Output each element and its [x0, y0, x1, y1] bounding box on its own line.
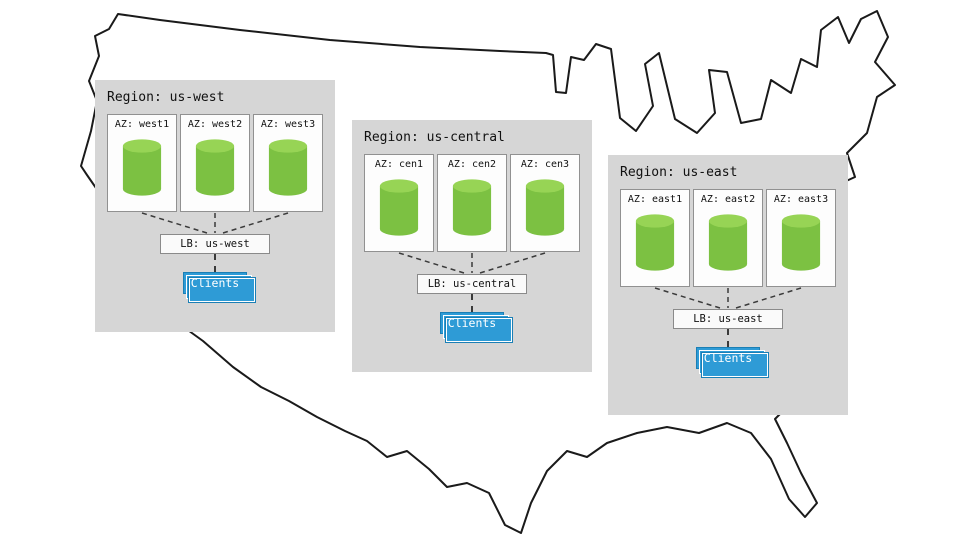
availability-zone: AZ: cen1 — [364, 154, 434, 252]
connector-left — [141, 212, 208, 234]
region-title: Region: us-west — [107, 90, 225, 105]
clients-node: Clients — [183, 272, 247, 294]
availability-zone: AZ: east1 — [620, 189, 690, 287]
connector-lines — [141, 212, 289, 234]
az-label: AZ: cen1 — [374, 159, 424, 170]
load-balancer: LB: us-east — [673, 309, 783, 329]
availability-zone: AZ: cen3 — [510, 154, 580, 252]
clients-node: Clients — [440, 312, 504, 334]
database-cylinder-icon — [708, 214, 748, 271]
az-row: AZ: cen1 AZ: cen2 AZ: cen3 — [364, 154, 580, 252]
az-label: AZ: west3 — [260, 119, 316, 130]
connector-left — [654, 287, 721, 309]
clients-label: Clients — [447, 316, 497, 330]
availability-zone: AZ: east3 — [766, 189, 836, 287]
connector-right — [735, 287, 802, 309]
lb-to-clients-connector — [214, 254, 216, 272]
database-cylinder-icon — [379, 179, 419, 236]
database-cylinder-icon — [781, 214, 821, 271]
connector-lines — [654, 287, 802, 309]
availability-zone: AZ: west3 — [253, 114, 323, 212]
availability-zone: AZ: west1 — [107, 114, 177, 212]
database-cylinder-icon — [268, 139, 308, 196]
lb-to-clients-connector — [727, 329, 729, 347]
region-title: Region: us-east — [620, 165, 738, 180]
availability-zone: AZ: cen2 — [437, 154, 507, 252]
az-label: AZ: west2 — [187, 119, 243, 130]
load-balancer: LB: us-west — [160, 234, 270, 254]
lb-to-clients-connector — [471, 294, 473, 312]
connector-right — [222, 212, 289, 234]
az-row: AZ: west1 AZ: west2 AZ: west3 — [107, 114, 323, 212]
connector-right — [479, 252, 546, 274]
az-label: AZ: cen2 — [447, 159, 497, 170]
database-cylinder-icon — [122, 139, 162, 196]
database-cylinder-icon — [452, 179, 492, 236]
clients-node: Clients — [696, 347, 760, 369]
az-label: AZ: east1 — [627, 194, 683, 205]
az-label: AZ: west1 — [114, 119, 170, 130]
region-panel: Region: us-east AZ: east1 AZ: east2 AZ: … — [608, 155, 848, 415]
region-panel: Region: us-central AZ: cen1 AZ: cen2 AZ:… — [352, 120, 592, 372]
database-cylinder-icon — [195, 139, 235, 196]
availability-zone: AZ: east2 — [693, 189, 763, 287]
region-title: Region: us-central — [364, 130, 505, 145]
clients-label: Clients — [703, 351, 753, 365]
az-row: AZ: east1 AZ: east2 AZ: east3 — [620, 189, 836, 287]
connector-lines — [398, 252, 546, 274]
availability-zone: AZ: west2 — [180, 114, 250, 212]
database-cylinder-icon — [635, 214, 675, 271]
az-label: AZ: cen3 — [520, 159, 570, 170]
clients-label: Clients — [190, 276, 240, 290]
az-label: AZ: east3 — [773, 194, 829, 205]
region-panel: Region: us-west AZ: west1 AZ: west2 AZ: … — [95, 80, 335, 332]
database-cylinder-icon — [525, 179, 565, 236]
load-balancer: LB: us-central — [417, 274, 527, 294]
connector-left — [398, 252, 465, 274]
az-label: AZ: east2 — [700, 194, 756, 205]
